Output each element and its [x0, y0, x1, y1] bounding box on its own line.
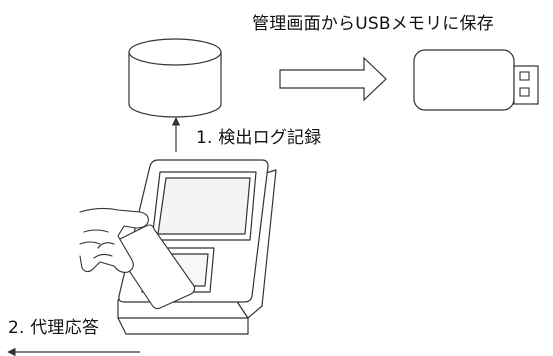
database-cylinder-icon [128, 38, 222, 118]
log-record-label: 1. 検出ログ記録 [196, 128, 322, 148]
usb-memory-icon [413, 49, 539, 111]
hand-holding-card-icon [79, 207, 196, 310]
transfer-arrow-icon [279, 56, 387, 102]
proxy-response-label: 2. 代理応答 [8, 318, 100, 338]
save-to-usb-label: 管理画面からUSBメモリに保存 [252, 14, 494, 34]
